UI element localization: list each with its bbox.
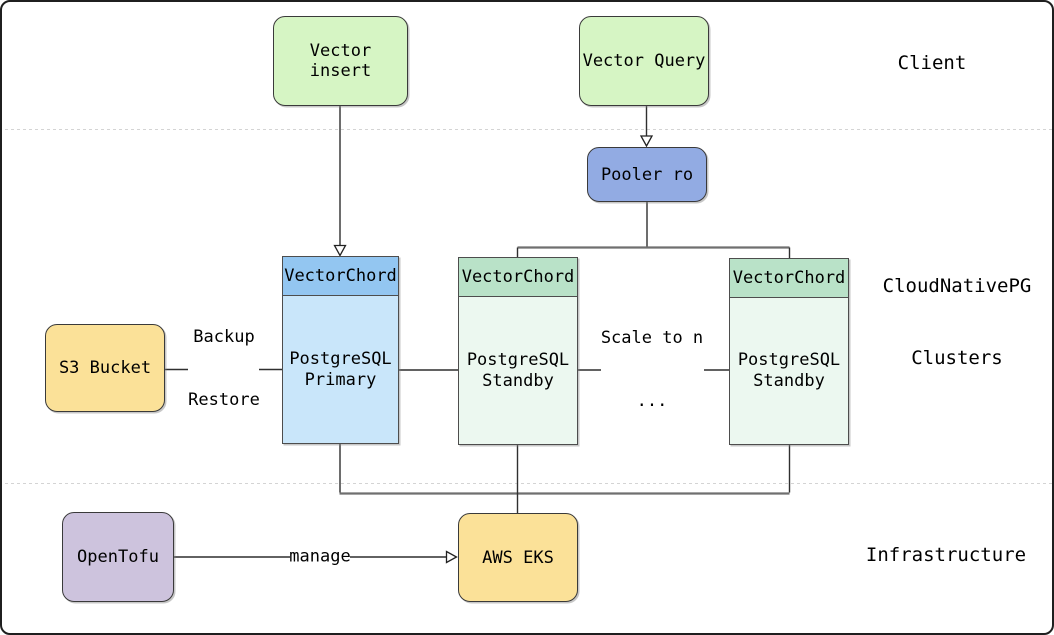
node-aws-eks-label: AWS EKS (482, 547, 554, 568)
edge-label-scale-line2: ... (636, 391, 668, 411)
node-standby2-body-line2: Standby (753, 371, 825, 391)
node-standby2-header: VectorChord (730, 259, 848, 298)
edge-label-backup-restore: Backup Restore (188, 285, 260, 453)
edge-label-restore: Restore (188, 390, 260, 410)
node-standby2-body: PostgreSQL Standby (730, 298, 848, 444)
arrowhead-down-icon (639, 135, 654, 148)
section-label-client: Client (897, 52, 967, 74)
node-primary-body-line2: Primary (304, 369, 377, 390)
node-standby2-body-line1: PostgreSQL (737, 350, 841, 370)
node-primary-header: VectorChord (283, 257, 398, 296)
node-postgresql-standby-1: VectorChord PostgreSQL Standby (458, 257, 578, 445)
node-s3-bucket: S3 Bucket (45, 324, 165, 412)
node-pooler-ro-label: Pooler ro (600, 164, 694, 185)
node-standby1-body-line2: Standby (482, 370, 554, 391)
node-vector-query: Vector Query (579, 16, 709, 106)
node-postgresql-standby-2: VectorChord PostgreSQL Standby (729, 258, 849, 445)
node-standby1-header: VectorChord (459, 258, 577, 297)
section-label-clusters: CloudNativePG Clusters (883, 226, 1032, 418)
node-primary-body: PostgreSQL Primary (283, 296, 398, 443)
edge-label-backup: Backup (193, 327, 255, 347)
node-aws-eks: AWS EKS (458, 513, 578, 602)
edge-label-scale-line1: Scale to n (600, 328, 704, 348)
section-label-clusters-line2: Clusters (911, 347, 1003, 369)
section-label-clusters-line1: CloudNativePG (882, 275, 1032, 297)
node-s3-bucket-label: S3 Bucket (58, 358, 152, 378)
node-postgresql-primary: VectorChord PostgreSQL Primary (282, 256, 399, 444)
node-standby1-body: PostgreSQL Standby (459, 297, 577, 444)
node-pooler-ro: Pooler ro (587, 147, 707, 202)
edge-label-manage: manage (289, 546, 351, 567)
node-opentofu: OpenTofu (62, 512, 174, 602)
node-standby1-body-line1: PostgreSQL (466, 349, 570, 370)
node-opentofu-label: OpenTofu (77, 547, 159, 567)
section-label-infrastructure: Infrastructure (865, 544, 1027, 566)
node-vector-insert: Vector insert (273, 16, 408, 106)
edge-label-scale-to-n: Scale to n ... (601, 286, 703, 454)
arrowhead-down-icon (333, 244, 347, 257)
node-vector-query-label: Vector Query (582, 51, 706, 71)
node-vector-insert-label: Vector insert (309, 41, 372, 81)
arrowhead-right-icon (445, 550, 458, 564)
node-primary-body-line1: PostgreSQL (289, 348, 392, 369)
